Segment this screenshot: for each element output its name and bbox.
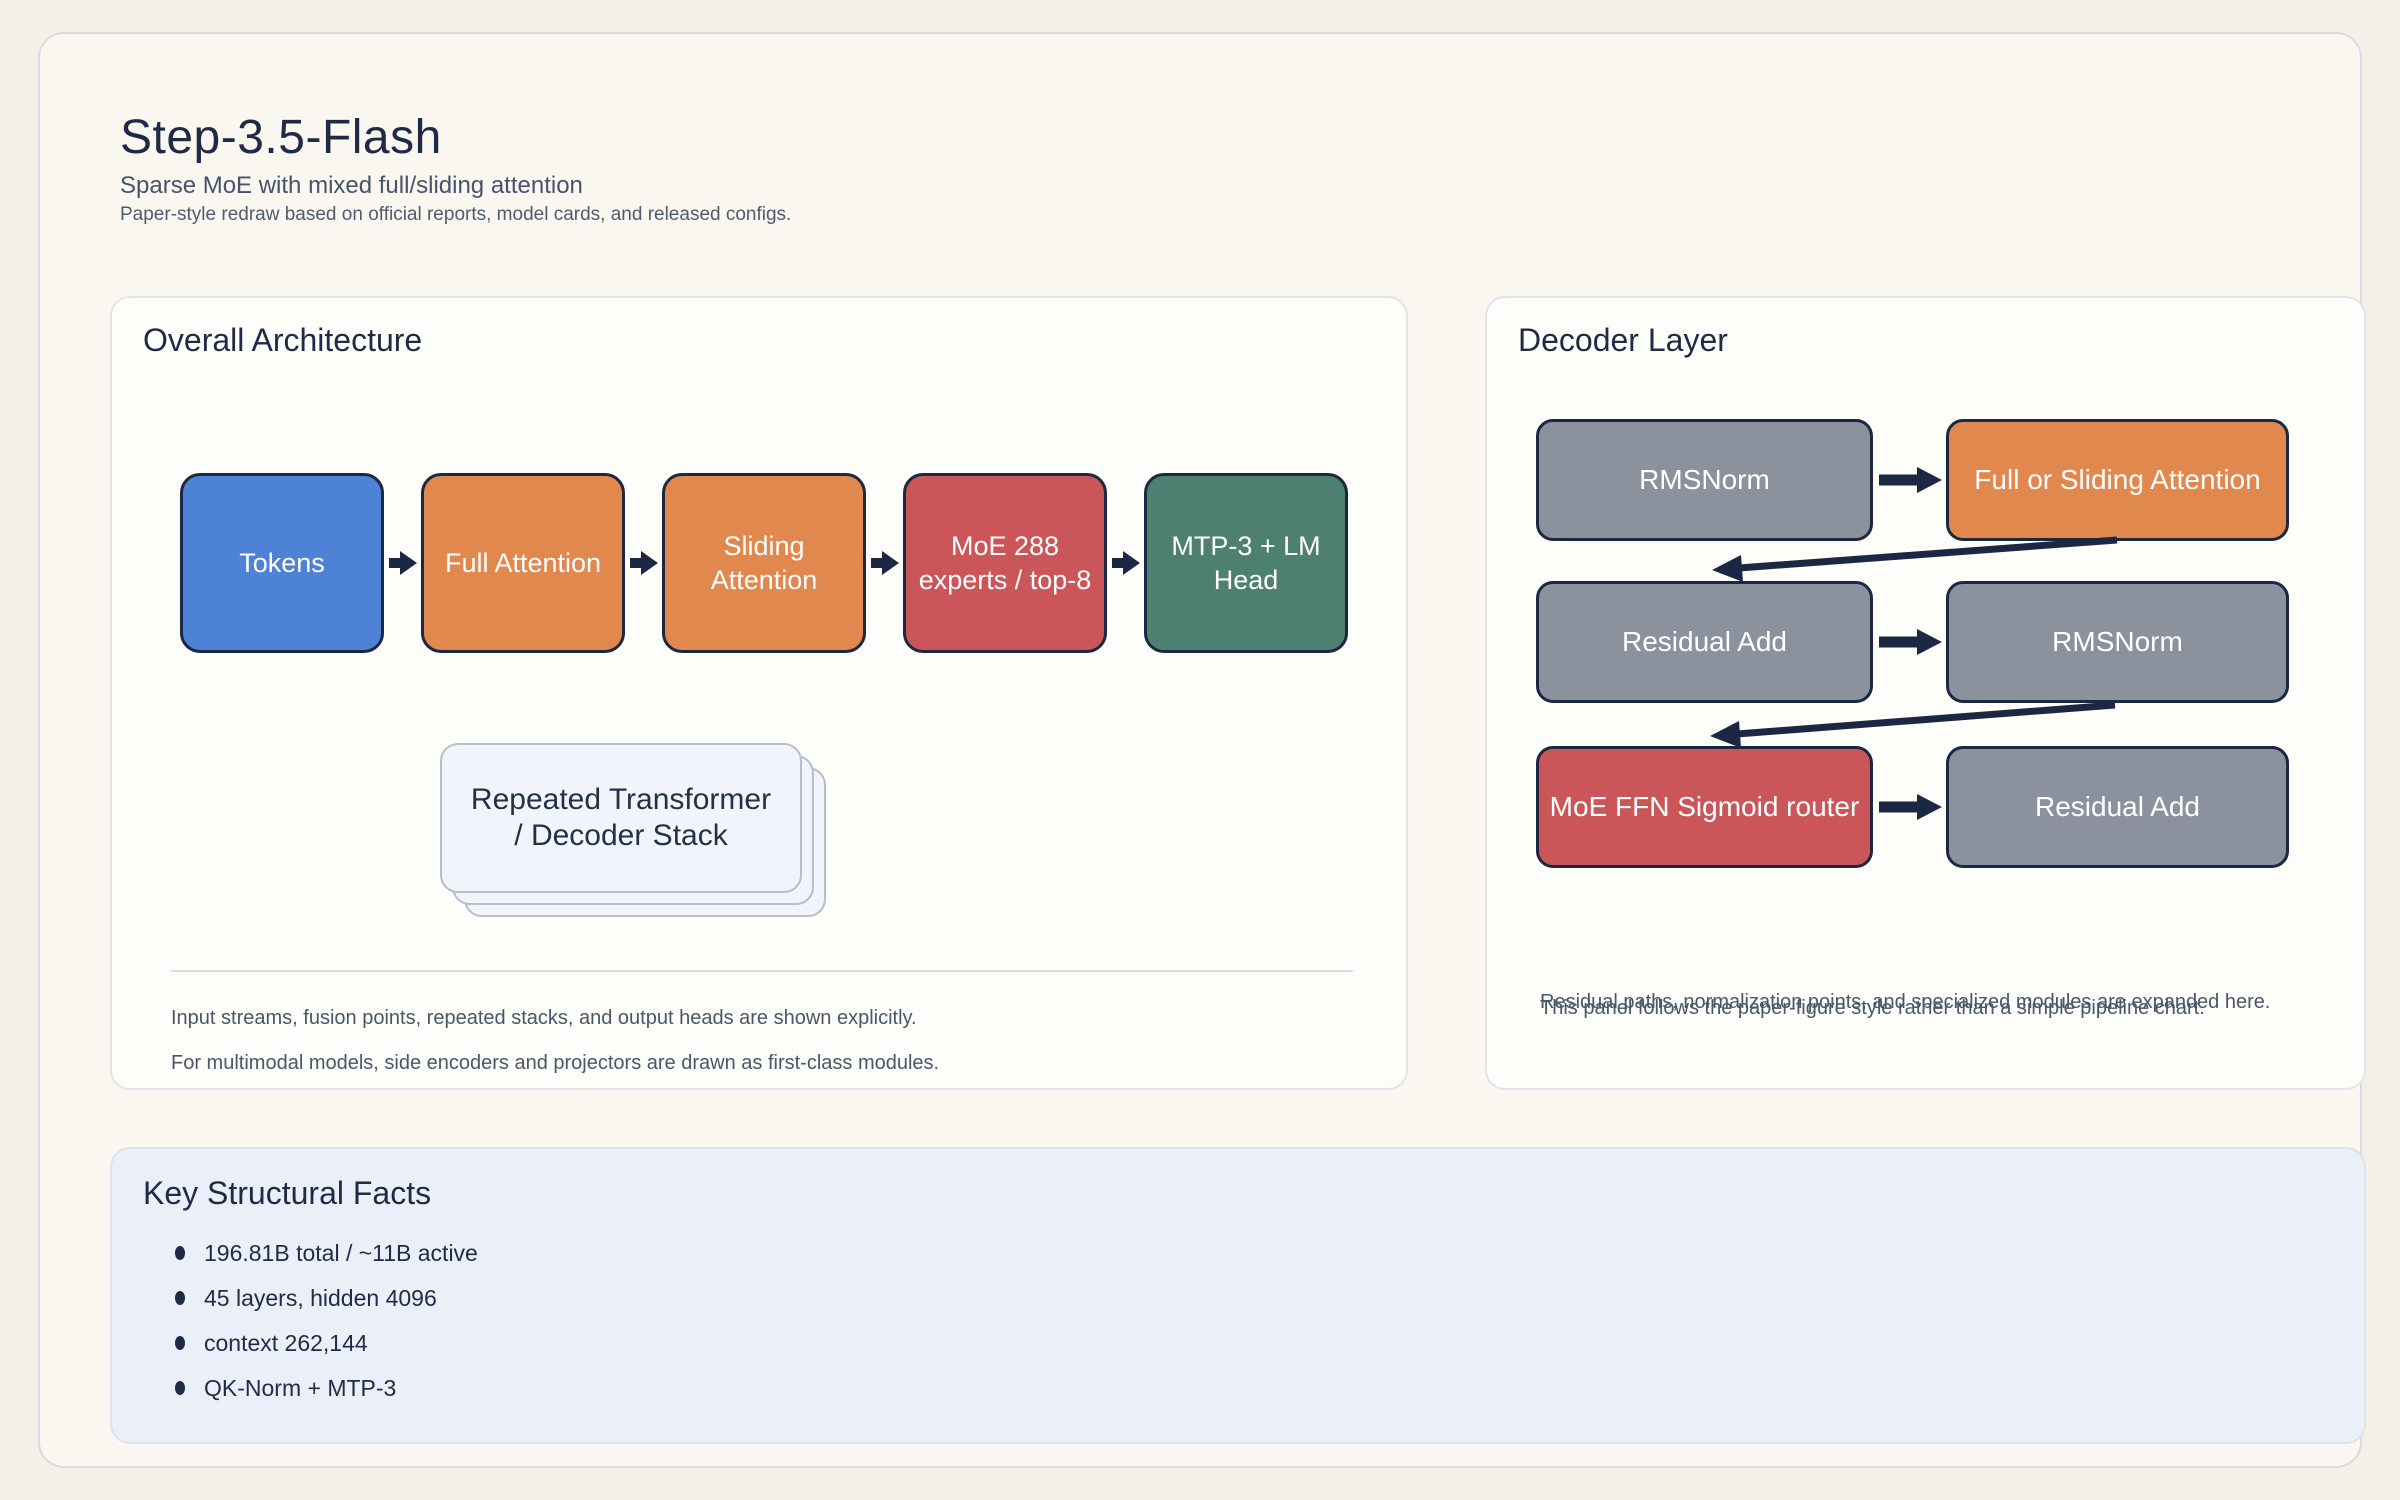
fact-item: QK-Norm + MTP-3 xyxy=(175,1375,478,1401)
key-facts-list: 196.81B total / ~11B active 45 layers, h… xyxy=(175,1240,478,1421)
key-facts-panel: Key Structural Facts 196.81B total / ~11… xyxy=(110,1147,2366,1444)
fact-item: 45 layers, hidden 4096 xyxy=(175,1285,478,1311)
pipeline-flow-row: Tokens Full Attention Sliding Attention … xyxy=(180,473,1348,653)
flow-arrow-icon xyxy=(866,473,903,653)
fact-item: context 262,144 xyxy=(175,1330,478,1356)
page-note: Paper-style redraw based on official rep… xyxy=(120,204,792,225)
flow-arrow-icon xyxy=(1107,473,1144,653)
footnote-line: Residual paths, normalization points, an… xyxy=(1540,991,2271,1013)
overall-architecture-title: Overall Architecture xyxy=(143,322,423,358)
flow-box-tokens: Tokens xyxy=(180,473,384,653)
overall-footnotes: Input streams, fusion points, repeated s… xyxy=(171,1004,1351,1077)
fact-item: 196.81B total / ~11B active xyxy=(175,1240,478,1266)
decoder-box-rmsnorm-2: RMSNorm xyxy=(1946,581,2289,703)
flow-box-sliding-attention: Sliding Attention xyxy=(662,473,866,653)
decoder-layer-title: Decoder Layer xyxy=(1518,322,1728,358)
decoder-layer-panel: Decoder Layer RMSNorm Full or Sliding At… xyxy=(1485,296,2366,1090)
footnote-line: This panel follows the paper-figure styl… xyxy=(1540,997,2205,1019)
decoder-footnotes: Residual paths, normalization points, an… xyxy=(1540,988,2302,1022)
page-title: Step-3.5-Flash xyxy=(120,111,442,164)
flow-arrow-icon xyxy=(384,473,421,653)
footnote-divider xyxy=(171,970,1353,972)
page-subtitle: Sparse MoE with mixed full/sliding atten… xyxy=(120,172,583,199)
footnote-line: For multimodal models, side encoders and… xyxy=(171,1052,940,1074)
decoder-box-attention: Full or Sliding Attention xyxy=(1946,419,2289,541)
stack-front-card: Repeated Transformer / Decoder Stack xyxy=(440,743,802,893)
flow-box-moe: MoE 288 experts / top-8 xyxy=(903,473,1107,653)
decoder-box-residual-add-1: Residual Add xyxy=(1536,581,1873,703)
key-facts-title: Key Structural Facts xyxy=(143,1175,432,1211)
flow-box-full-attention: Full Attention xyxy=(421,473,625,653)
footnote-line: Input streams, fusion points, repeated s… xyxy=(171,1007,917,1029)
flow-box-mtp-lm-head: MTP-3 + LM Head xyxy=(1144,473,1348,653)
overall-architecture-panel: Overall Architecture Tokens Full Attenti… xyxy=(110,296,1408,1090)
flow-arrow-icon xyxy=(625,473,662,653)
decoder-box-moe-ffn-router: MoE FFN Sigmoid router xyxy=(1536,746,1873,868)
main-card: Step-3.5-Flash Sparse MoE with mixed ful… xyxy=(38,32,2366,1468)
repeated-stack-card: Repeated Transformer / Decoder Stack xyxy=(440,743,830,921)
decoder-box-rmsnorm-1: RMSNorm xyxy=(1536,419,1873,541)
decoder-box-residual-add-2: Residual Add xyxy=(1946,746,2289,868)
